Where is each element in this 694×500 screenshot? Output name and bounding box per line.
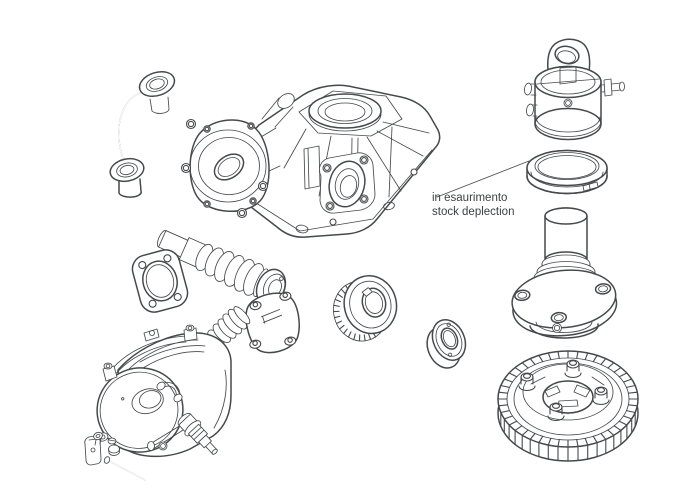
stock-depletion-note: in esaurimento stock deplection <box>432 191 514 219</box>
part-gearbox-housing <box>180 84 441 238</box>
part-release-screws <box>84 431 146 481</box>
part-mounting-flange <box>131 249 189 313</box>
part-spur-gear <box>332 275 398 342</box>
part-output-flange <box>511 207 618 339</box>
annotation-line-2: stock deplection <box>432 206 515 218</box>
part-release-bracket <box>245 291 300 354</box>
part-swing-arm <box>109 70 176 198</box>
part-ring-gear <box>497 350 639 462</box>
part-clamp-ring <box>526 149 608 195</box>
part-shaft-clamp <box>524 38 625 141</box>
part-ball-bearing <box>426 319 467 369</box>
annotation-line-1: in esaurimento <box>432 192 508 204</box>
leader-line <box>436 160 530 198</box>
part-worm-screw <box>156 230 287 306</box>
